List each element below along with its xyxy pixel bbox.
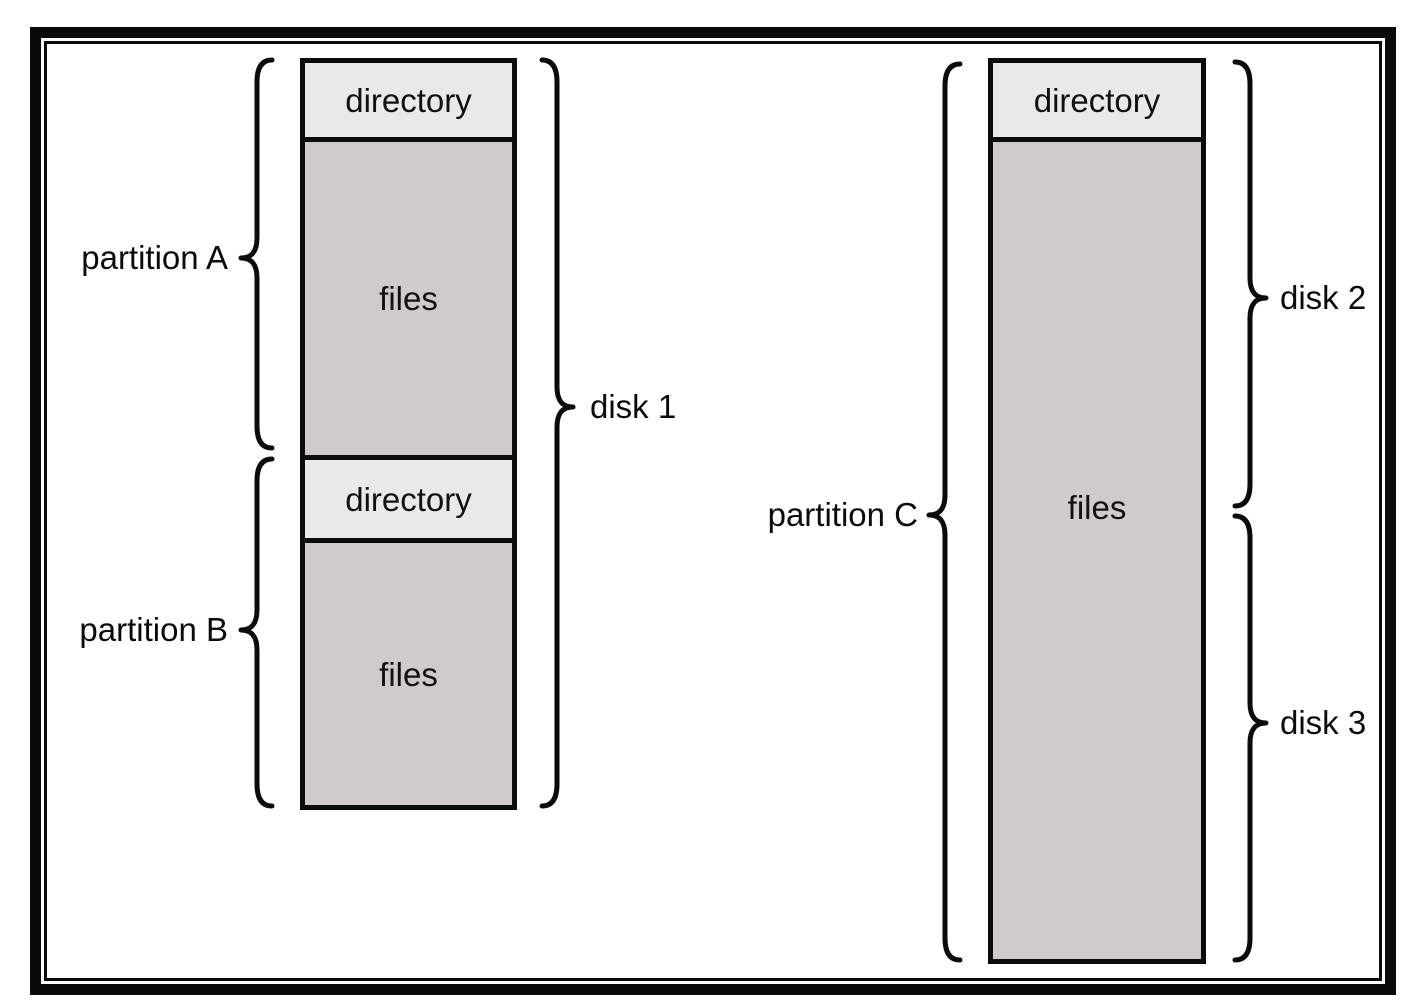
disk2-label: disk 2: [1280, 279, 1367, 316]
partition-c-directory-box: directory: [993, 63, 1201, 142]
disk3-brace: [1232, 513, 1269, 963]
inner-frame: [44, 41, 1382, 981]
partition-a-brace: [238, 57, 275, 451]
partition-c-label: partition C: [767, 496, 918, 533]
partition-b-directory-box: directory: [305, 460, 512, 543]
partition-a-directory-box: directory: [305, 63, 512, 142]
partition-b-directory-label: directory: [345, 480, 472, 518]
partition-b-files-box: files: [305, 543, 512, 805]
partition-b-brace: [238, 456, 275, 809]
partition-b-label: partition B: [79, 611, 228, 648]
partition-c-brace: [926, 61, 963, 963]
partition-a-label: partition A: [81, 239, 228, 276]
disk2-brace: [1232, 59, 1269, 509]
partition-c-files-box: files: [993, 142, 1201, 959]
disk3-label: disk 3: [1280, 704, 1367, 741]
partition-a-files-box: files: [305, 142, 512, 460]
partition-b-files-label: files: [379, 655, 438, 693]
partition-c-files-label: files: [1067, 489, 1127, 526]
partition-c-stack: directory files: [988, 58, 1206, 964]
disk1-stack: directory files directory files: [300, 58, 517, 810]
partition-c-directory-label: directory: [1033, 81, 1161, 119]
disk1-label: disk 1: [590, 388, 677, 425]
partition-a-directory-label: directory: [345, 81, 472, 119]
partition-a-files-label: files: [379, 280, 438, 317]
outer-frame: [30, 27, 1396, 995]
disk1-brace: [539, 57, 576, 809]
